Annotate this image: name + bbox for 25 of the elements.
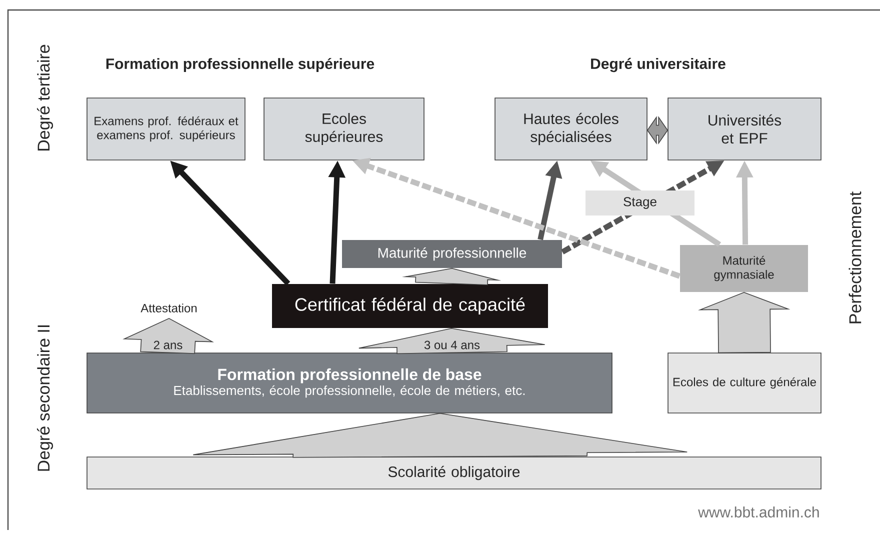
block-arrow xyxy=(358,328,546,354)
certificate-box: Certificat fédéral de capacité xyxy=(272,284,548,328)
school-box: Hautes écoles spécialisées xyxy=(494,98,648,160)
side-label: Perfectionnement xyxy=(848,192,862,324)
heading: Degré universitaire xyxy=(591,58,726,72)
block-arrow xyxy=(402,268,502,286)
block-arrow xyxy=(122,318,214,354)
qualification-box: Maturité gymnasiale xyxy=(680,245,808,292)
qualification-box: Maturité professionnelle xyxy=(342,240,562,268)
target-label: Attestation xyxy=(140,304,197,312)
web-address: www.bbt.admin.ch xyxy=(698,506,819,518)
side-label: Degré secondaire II xyxy=(36,325,54,471)
block-arrow xyxy=(192,412,688,458)
school-box: Universités et EPF xyxy=(668,98,822,160)
edge-label: 3 ou 4 ans xyxy=(424,340,480,350)
school-box: Ecoles de culture générale xyxy=(668,352,822,414)
block-arrow xyxy=(698,292,790,354)
edge-label: 2 ans xyxy=(154,340,182,350)
edge-label: Stage xyxy=(586,190,694,216)
side-label: Degré tertiaire xyxy=(36,44,54,150)
school-box: Examens prof. fédéraux et examens prof. supérieurs xyxy=(86,98,246,160)
school-band: Scolarité obligatoire xyxy=(86,456,822,490)
heading: Formation professionnelle supérieure xyxy=(106,58,374,72)
training-band: Formation professionnelle de base Etablissements, école professionnelle, école de métiers, etc. xyxy=(86,352,612,414)
school-box: Ecoles supérieures xyxy=(264,98,424,160)
